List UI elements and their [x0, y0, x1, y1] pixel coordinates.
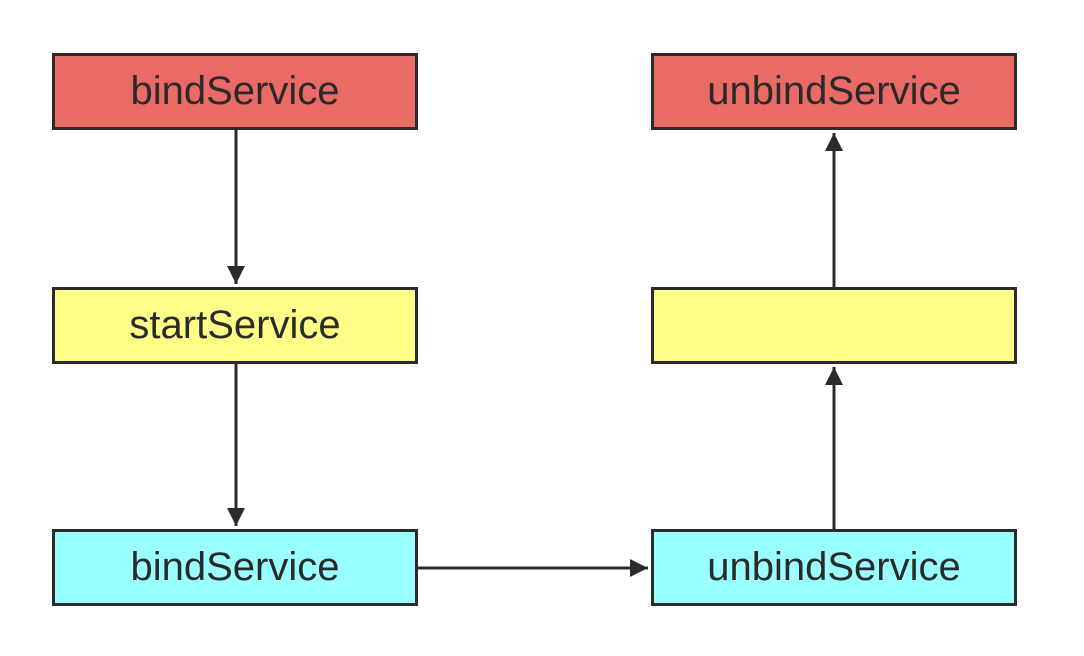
node-label: bindService — [130, 69, 340, 113]
node-label: startService — [129, 303, 341, 347]
node-unbind-service-bottom: unbindService — [651, 529, 1017, 606]
node-bind-service-top: bindService — [52, 53, 418, 130]
node-label: bindService — [130, 545, 340, 589]
node-start-service: startService — [52, 287, 418, 364]
node-label: unbindService — [707, 545, 961, 589]
node-label: unbindService — [707, 69, 961, 113]
node-empty-middle — [651, 287, 1017, 364]
node-unbind-service-top: unbindService — [651, 53, 1017, 130]
node-bind-service-bottom: bindService — [52, 529, 418, 606]
